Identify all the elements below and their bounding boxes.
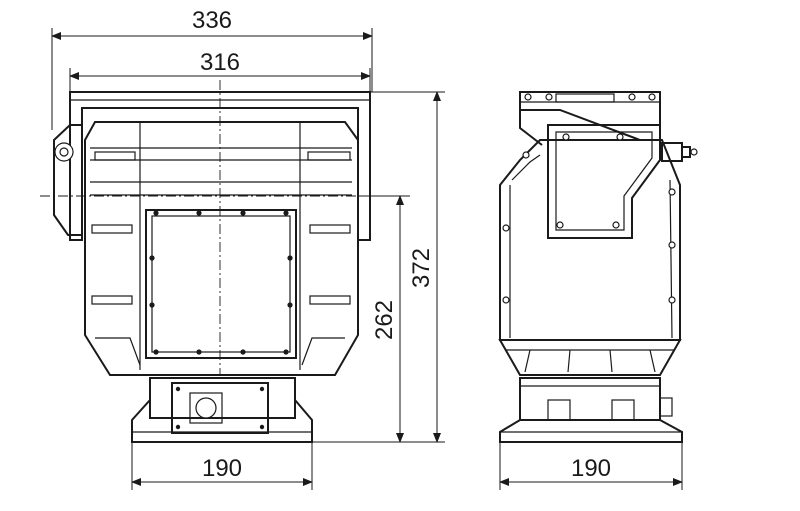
dim-inner-width-label: 316 (200, 49, 240, 76)
side-tilt-knob (661, 142, 698, 162)
side-housing (499, 139, 681, 341)
dim-front-base-width-label: 190 (202, 455, 242, 482)
dim-axis-height-label: 262 (371, 300, 398, 340)
dim-overall-height-label: 372 (408, 248, 435, 288)
main-housing (84, 121, 359, 376)
dim-overall-width-label: 336 (192, 7, 232, 34)
dimension-316: 316 (69, 49, 371, 92)
front-cover-plate (145, 209, 297, 359)
dimension-190-front: 190 (131, 442, 313, 490)
side-top-mount (519, 91, 661, 146)
pedestal-base (131, 377, 313, 443)
dimension-336: 336 (51, 7, 373, 130)
dimension-190-side: 190 (499, 442, 683, 490)
front-view (40, 80, 400, 443)
dimension-372: 372 (370, 91, 445, 443)
side-view (498, 91, 698, 443)
side-lower-fairing (498, 339, 682, 376)
dimension-262: 262 (312, 195, 410, 443)
side-tilt-cover (547, 124, 661, 239)
dim-side-base-width-label: 190 (571, 455, 611, 482)
side-pedestal-base (499, 377, 683, 443)
tilt-knob (53, 124, 83, 236)
